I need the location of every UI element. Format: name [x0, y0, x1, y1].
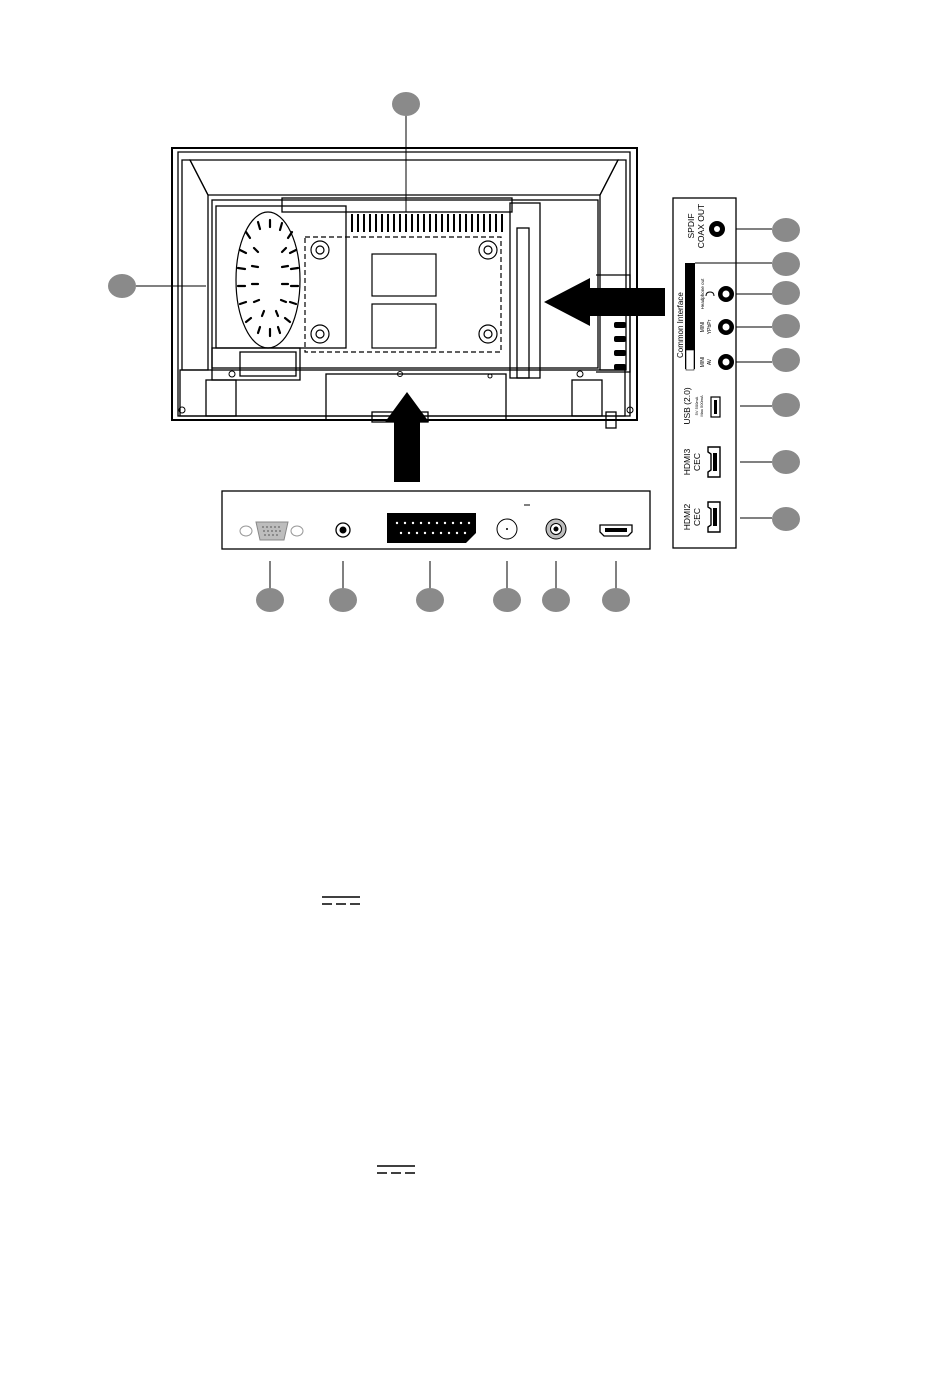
- common-interface-label: Common Interface: [676, 292, 685, 358]
- side-callout-hdmi3: [740, 450, 800, 474]
- hdmi2-label-2: CEC: [692, 508, 702, 526]
- bottom-callout-satellite: [542, 561, 570, 612]
- side-callout-hdmi2: [740, 507, 800, 531]
- bottom-callout-vga: [256, 561, 284, 612]
- side-callout-spdif: [736, 218, 800, 242]
- bottom-callouts: [256, 561, 630, 612]
- mini-ypbpr-label-1: MINI: [700, 322, 706, 333]
- wall-mount-area: [305, 237, 501, 352]
- coax-out-label: COAX OUT: [696, 204, 706, 248]
- arrow-to-bottom-panel: [385, 392, 429, 482]
- pc-audio-port: [336, 523, 350, 537]
- bottom-connector-panel: [222, 491, 650, 549]
- bottom-callout-scart: [416, 561, 444, 612]
- usb-label-1: USB (2.0): [682, 387, 692, 424]
- hdmi3-label-2: CEC: [692, 453, 702, 471]
- usb-label-3: Max 500mA: [699, 395, 704, 417]
- vent-slots: [352, 214, 502, 232]
- arrow-to-side-panel: [544, 278, 665, 326]
- side-callout-av: [736, 348, 800, 372]
- bottom-callout-pc-audio: [329, 561, 357, 612]
- dc-symbol-2: [377, 1166, 415, 1173]
- side-connector-panel: Common Interface SPDIF COAX OUT Headphon…: [673, 198, 736, 548]
- satellite-port: [546, 519, 566, 539]
- tv-rear-body: [172, 148, 637, 428]
- speaker-grille: [236, 212, 300, 348]
- dc-symbol-1: [322, 897, 360, 904]
- callout-left: [108, 274, 206, 298]
- hdmi1-port: [600, 525, 632, 536]
- mini-av-label-2: AV: [707, 358, 713, 365]
- bottom-callout-antenna: [493, 561, 521, 612]
- hdmi3-label-1: HDMI3: [682, 449, 692, 476]
- bottom-callout-hdmi1: [602, 561, 630, 612]
- mini-av-label-1: MINI: [700, 357, 706, 368]
- side-callout-usb: [740, 393, 800, 417]
- spdif-label: SPDIF: [686, 213, 696, 238]
- side-callout-headphone: [736, 281, 800, 305]
- tv-side-buttons: [614, 308, 626, 370]
- hdmi2-label-1: HDMI2: [682, 504, 692, 531]
- headphone-label: Headphone out: [700, 278, 705, 310]
- side-callout-ypbpr: [736, 314, 800, 338]
- mini-ypbpr-label-2: YPbPr: [707, 319, 713, 334]
- scart-port: [387, 513, 476, 543]
